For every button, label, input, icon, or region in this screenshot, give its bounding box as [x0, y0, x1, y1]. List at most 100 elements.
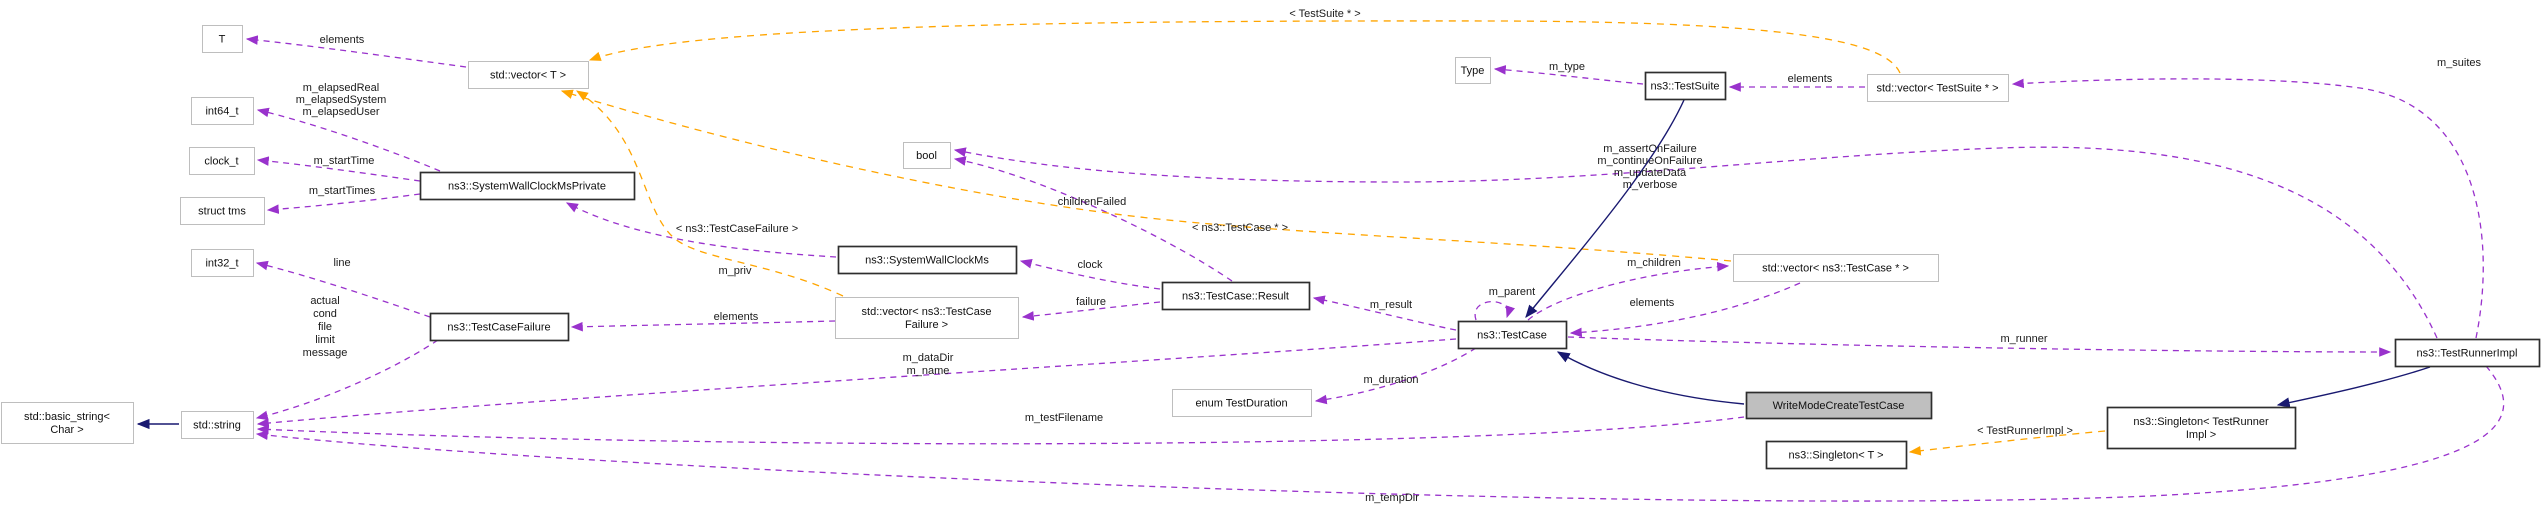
edge-path-result-failure — [1021, 301, 1161, 321]
edge-vector-t-elements: elements — [245, 34, 467, 68]
edge-path-result-children-failed — [953, 156, 1233, 282]
edge-runner-bools: m_assertOnFailurem_continueOnFailurem_up… — [953, 143, 2438, 339]
node-label-int64-t-0: int64_t — [205, 106, 238, 118]
node-system-wall-clock-ms[interactable]: ns3::SystemWallClockMs — [837, 245, 1018, 275]
node-basic-string: std::basic_string<Char > — [1, 402, 134, 444]
node-label-struct-tms-0: struct tms — [198, 206, 246, 218]
edge-label-private-start-time-0: m_startTime — [314, 155, 375, 167]
edge-label-m-parent-0: m_parent — [1489, 286, 1535, 298]
edge-label-template-test-runner-impl-0: < TestRunnerImpl > — [1977, 425, 2073, 437]
edge-path-vector-failure-elements — [570, 320, 836, 332]
edge-template-test-suite-ptr: < TestSuite * > — [588, 8, 1901, 74]
edge-label-vector-case-elements-0: elements — [1630, 297, 1675, 309]
node-box-vector-test-case-failure — [835, 297, 1019, 339]
node-box-vector-test-suite-ptr — [1867, 74, 2009, 102]
edge-path-template-test-runner-impl — [1908, 430, 2106, 456]
edge-label-failure-strings-1: cond — [313, 308, 337, 320]
edge-m-tempdir: m_tempDir — [255, 365, 2505, 504]
node-label-write-mode-create-test-case-0: WriteModeCreateTestCase — [1773, 400, 1905, 412]
edge-label-m-type-0: m_type — [1549, 61, 1585, 73]
edge-private-elapsed: m_elapsedRealm_elapsedSystemm_elapsedUse… — [256, 82, 441, 172]
edge-label-m-duration-0: m_duration — [1363, 374, 1418, 386]
node-box-test-case-failure[interactable] — [429, 312, 570, 342]
node-label-clock-t-0: clock_t — [204, 156, 238, 168]
node-t: T — [202, 25, 243, 53]
edge-label-vector-suite-elements-0: elements — [1788, 73, 1833, 85]
edge-path-m-suites — [2011, 78, 2484, 339]
node-box-test-runner-impl[interactable] — [2394, 338, 2541, 368]
node-test-case-failure[interactable]: ns3::TestCaseFailure — [429, 312, 570, 342]
node-box-int64-t — [191, 97, 254, 125]
node-label-string-0: std::string — [193, 420, 241, 432]
edge-label-result-clock-0: clock — [1077, 259, 1103, 271]
node-singleton-t[interactable]: ns3::Singleton< T > — [1765, 440, 1908, 470]
edge-label-result-failure-0: failure — [1076, 296, 1106, 308]
node-label-test-case-0: ns3::TestCase — [1477, 330, 1547, 342]
node-test-suite[interactable]: ns3::TestSuite — [1644, 71, 1727, 101]
edge-label-runner-bools-2: m_updateData — [1614, 167, 1687, 179]
edge-inherit-singleton — [2276, 366, 2431, 408]
node-label-type-0: Type — [1461, 65, 1485, 77]
node-box-singleton-test-runner-impl[interactable] — [2106, 406, 2297, 450]
node-system-wall-clock-ms-private[interactable]: ns3::SystemWallClockMsPrivate — [419, 171, 636, 201]
node-label-system-wall-clock-ms-0: ns3::SystemWallClockMs — [865, 255, 989, 267]
node-label-system-wall-clock-ms-private-0: ns3::SystemWallClockMsPrivate — [448, 181, 606, 193]
node-bool: bool — [903, 142, 951, 169]
node-box-singleton-t[interactable] — [1765, 440, 1908, 470]
edge-label-failure-strings-3: limit — [315, 334, 335, 346]
edge-label-m-suites-0: m_suites — [2437, 57, 2482, 69]
node-type: Type — [1455, 57, 1491, 84]
edge-template-test-case-failure: < ns3::TestCaseFailure > — [575, 90, 844, 297]
node-label-vector-t-0: std::vector< T > — [490, 70, 566, 82]
edge-path-inherit-test-suite — [1525, 99, 1685, 319]
edge-path-runner-bools — [953, 146, 2438, 339]
edge-label-result-children-failed-0: childrenFailed — [1058, 196, 1126, 208]
edge-label-runner-bools-1: m_continueOnFailure — [1597, 155, 1702, 167]
node-vector-test-case-ptr: std::vector< ns3::TestCase * > — [1733, 254, 1939, 282]
edge-m-result: m_result — [1312, 295, 1457, 331]
node-box-basic-string — [1, 402, 134, 444]
edge-path-inherit-singleton — [2276, 366, 2431, 408]
edge-path-template-test-suite-ptr — [588, 20, 1901, 74]
edge-inherit-test-suite — [1525, 99, 1685, 319]
edge-path-m-children — [1527, 261, 1730, 321]
node-label-test-suite-0: ns3::TestSuite — [1650, 81, 1719, 93]
node-test-runner-impl[interactable]: ns3::TestRunnerImpl — [2394, 338, 2541, 368]
edge-label-private-start-times-0: m_startTimes — [309, 185, 376, 197]
node-test-case-result[interactable]: ns3::TestCase::Result — [1161, 281, 1311, 311]
node-label-basic-string-0: std::basic_string< — [24, 411, 110, 423]
node-vector-test-case-failure: std::vector< ns3::TestCaseFailure > — [835, 297, 1019, 339]
edge-template-test-case-ptr: < ns3::TestCase * > — [560, 89, 1732, 262]
node-box-test-suite[interactable] — [1644, 71, 1727, 101]
edge-label-failure-strings-2: file — [318, 321, 332, 333]
edge-result-children-failed: childrenFailed — [953, 156, 1233, 282]
edge-private-start-time: m_startTime — [256, 155, 421, 182]
node-box-int32-t — [191, 249, 254, 277]
node-vector-t: std::vector< T > — [468, 61, 589, 89]
node-box-clock-t — [189, 147, 255, 175]
node-test-case[interactable]: ns3::TestCase — [1457, 320, 1568, 350]
edge-label-m-tempdir-0: m_tempDir — [1365, 492, 1419, 504]
node-singleton-test-runner-impl[interactable]: ns3::Singleton< TestRunnerImpl > — [2106, 406, 2297, 450]
node-box-bool — [903, 142, 951, 169]
edge-path-vector-case-elements — [1569, 282, 1801, 338]
node-box-system-wall-clock-ms[interactable] — [837, 245, 1018, 275]
node-box-test-case-result[interactable] — [1161, 281, 1311, 311]
edge-label-private-elapsed-1: m_elapsedSystem — [296, 94, 387, 106]
edge-label-private-elapsed-0: m_elapsedReal — [303, 82, 379, 94]
node-box-system-wall-clock-ms-private[interactable] — [419, 171, 636, 201]
edge-label-failure-line-0: line — [333, 257, 350, 269]
edge-path-inherit-write-mode — [1556, 351, 1745, 405]
node-label-enum-test-duration-0: enum TestDuration — [1195, 398, 1287, 410]
node-label-basic-string-1: Char > — [50, 424, 83, 436]
edge-vector-suite-elements: elements — [1728, 73, 1865, 92]
edge-result-failure: failure — [1021, 296, 1161, 321]
edge-m-runner: m_runner — [1567, 333, 2392, 357]
edge-label-template-test-case-ptr-0: < ns3::TestCase * > — [1192, 222, 1288, 234]
edge-m-duration: m_duration — [1314, 347, 1477, 405]
node-box-test-case[interactable] — [1457, 320, 1568, 350]
edge-label-m-priv-0: m_priv — [718, 265, 752, 277]
node-label-singleton-t-0: ns3::Singleton< T > — [1789, 450, 1884, 462]
